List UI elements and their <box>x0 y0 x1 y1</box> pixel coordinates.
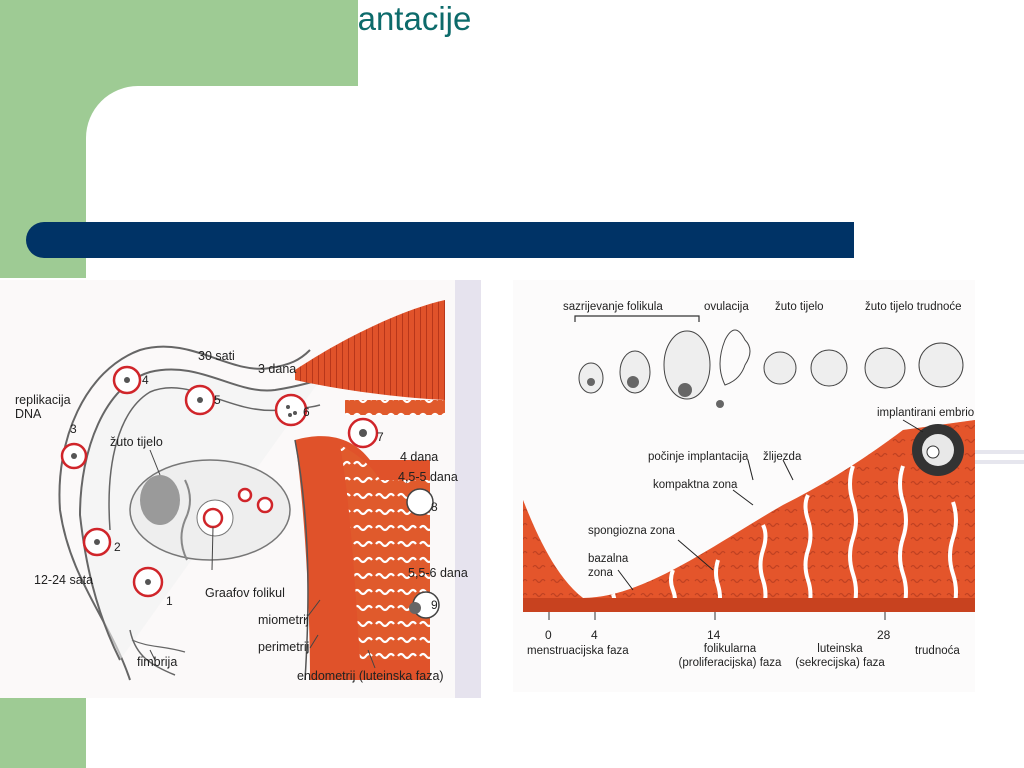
stage-6: 6 <box>303 405 310 419</box>
label-ovulacija: ovulacija <box>704 301 749 313</box>
label-zuto-tijelo: žuto tijelo <box>110 435 163 449</box>
label-30-sati: 30 sati <box>198 349 235 363</box>
label-zuto-tijelo-right: žuto tijelo <box>775 301 824 313</box>
oviduct-uterus-diagram <box>58 280 481 698</box>
label-miometrij: miometrij <box>258 613 309 627</box>
tick-28: 28 <box>877 628 891 642</box>
label-5-5-6-dana: 5,5-6 dana <box>408 566 468 580</box>
navy-bar <box>26 222 854 258</box>
green-block-bottom <box>0 698 86 768</box>
stage-2: 2 <box>114 540 121 554</box>
phase-folikularna: folikularna (proliferacijska) faza <box>678 643 782 669</box>
label-zuto-tijelo-trudnoce: žuto tijelo trudnoće <box>865 301 962 313</box>
label-zlijezda: žlijezda <box>763 451 802 463</box>
right-figure: sazrijevanje folikula ovulacija žuto tij… <box>513 280 975 692</box>
label-kompaktna-zona: kompaktna zona <box>653 479 738 491</box>
label-graafov-folikul: Graafov folikul <box>205 586 285 600</box>
stage-5: 5 <box>214 393 221 407</box>
endometrium-cycle-diagram <box>523 315 975 620</box>
label-12-24-sata: 12-24 sata <box>34 573 94 587</box>
stage-3: 3 <box>70 422 77 436</box>
left-figure: replikacija DNA 30 sati 3 dana žuto tije… <box>0 280 481 698</box>
label-replikacija: replikacija DNA <box>15 393 71 421</box>
stage-8: 8 <box>431 500 438 514</box>
phase-trudnoca: trudnoća <box>915 645 960 657</box>
stage-1: 1 <box>166 594 173 608</box>
label-spongiozna-zona: spongiozna zona <box>588 525 675 537</box>
tick-14: 14 <box>707 628 721 642</box>
label-endometrij: endometrij (luteinska faza) <box>297 669 444 683</box>
label-4-5-5-dana: 4,5-5 dana <box>398 470 458 484</box>
label-bazalna-zona: bazalna zona <box>588 553 629 579</box>
phase-luteinska: luteinska (sekrecijska) faza <box>795 643 885 669</box>
label-pocinje-implantacija: počinje implantacija <box>648 451 749 463</box>
stage-9: 9 <box>431 598 438 612</box>
tick-0: 0 <box>545 628 552 642</box>
phase-menstruacijska: menstruacijska faza <box>527 645 629 657</box>
label-fimbrija: fimbrija <box>137 655 178 669</box>
label-perimetrij: perimetrij <box>258 640 310 654</box>
grey-line-right <box>975 446 1024 468</box>
tick-4: 4 <box>591 628 598 642</box>
label-sazrijevanje: sazrijevanje folikula <box>563 301 663 313</box>
stage-7: 7 <box>377 430 384 444</box>
label-4-dana: 4 dana <box>400 450 439 464</box>
label-implantirani-embrio: implantirani embrio <box>877 407 975 419</box>
label-3-dana: 3 dana <box>258 362 297 376</box>
stage-4: 4 <box>142 373 149 387</box>
